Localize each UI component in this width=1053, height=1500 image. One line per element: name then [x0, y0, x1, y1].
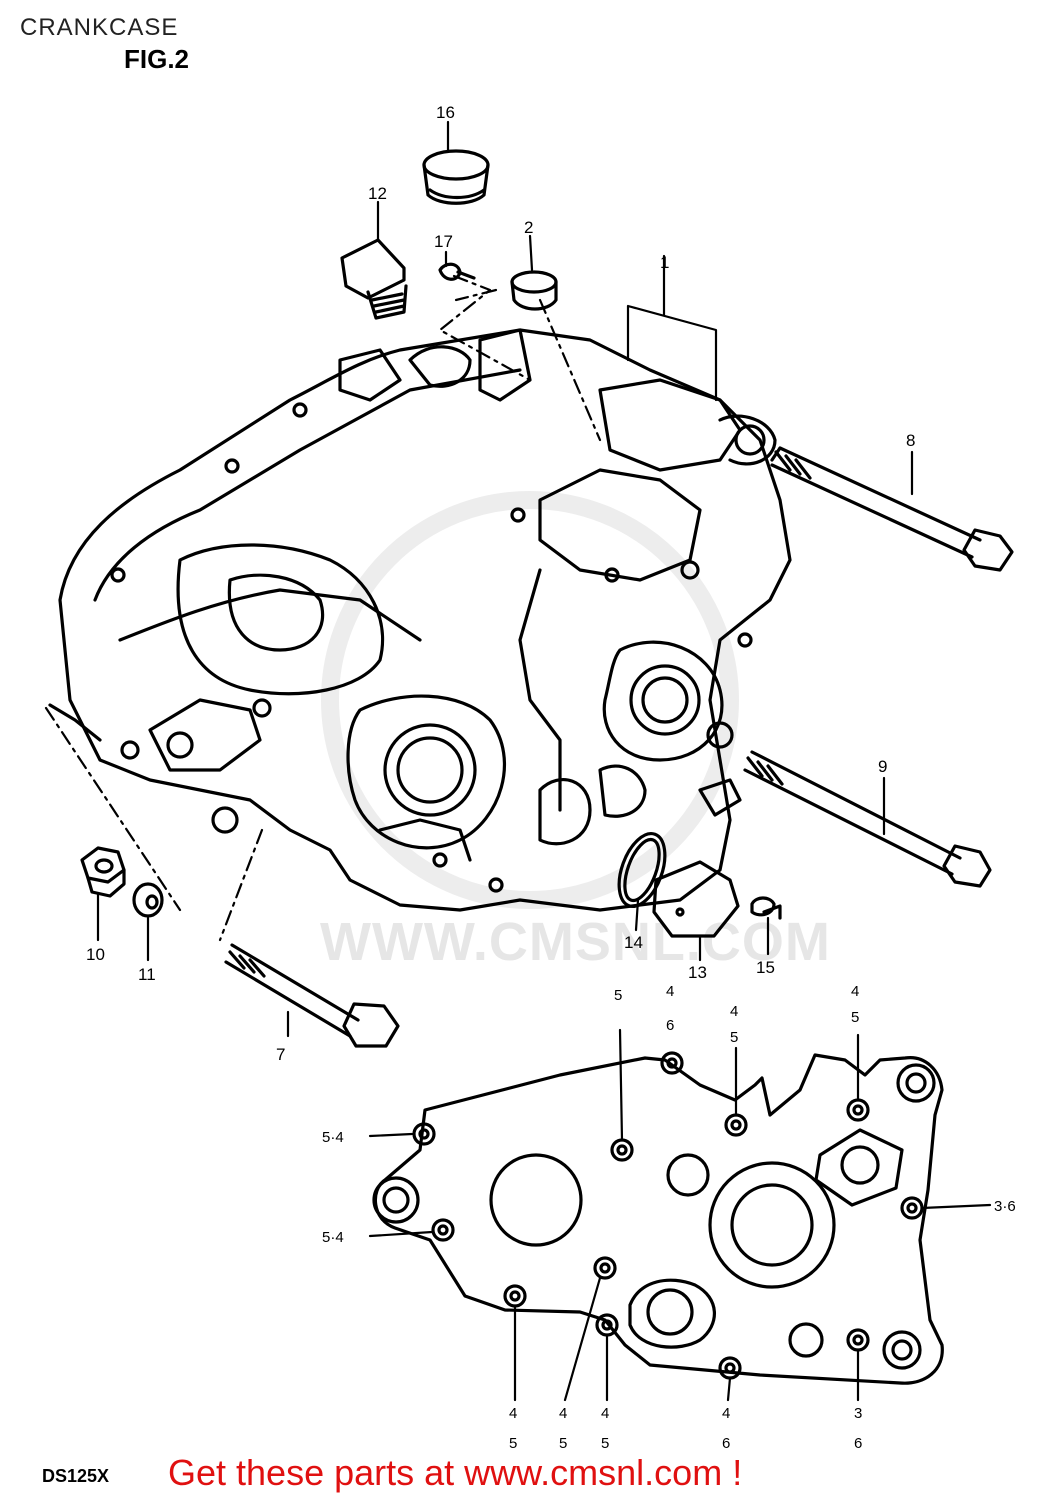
part-10-nut [80, 846, 126, 898]
page-title: CRANKCASE [20, 14, 179, 41]
bolt-label-5: 5 [601, 1435, 609, 1452]
callout-11: 11 [138, 965, 156, 984]
part-9-bolt [743, 750, 992, 888]
callout-2: 2 [524, 218, 533, 237]
part-8-bolt [770, 446, 1014, 572]
part-16-cap [422, 149, 490, 205]
bolt-label-4: 4 [559, 1405, 567, 1422]
callout-16: 16 [436, 103, 455, 122]
part-11-washer [132, 882, 164, 918]
bolt-label-5: 5 [730, 1029, 738, 1046]
bolt-label-5-4: 5·4 [322, 1229, 344, 1246]
callout-14: 14 [624, 933, 643, 952]
callout-7: 7 [276, 1045, 285, 1064]
bolt-label-6: 6 [854, 1435, 862, 1452]
watermark-text: WWW.CMSNL.COM [320, 912, 831, 972]
crankcase-upper [48, 328, 792, 912]
bolt-label-3: 3 [854, 1405, 862, 1422]
callout-12: 12 [368, 184, 387, 203]
crankcase-lower-half [372, 1051, 944, 1385]
bolt-label-6: 6 [722, 1435, 730, 1452]
part-15-screw [750, 896, 782, 920]
part-12-plug [340, 238, 408, 320]
callout-9: 9 [878, 757, 887, 776]
callout-1: 1 [660, 253, 669, 272]
bolt-label-4: 4 [722, 1405, 730, 1422]
part-13-cover [652, 860, 740, 938]
bolt-label-5: 5 [614, 987, 622, 1004]
callout-13: 13 [688, 963, 707, 982]
part-7-bolt [224, 943, 400, 1048]
callout-8: 8 [906, 431, 915, 450]
bolt-label-4: 4 [509, 1405, 517, 1422]
figure-label: FIG.2 [124, 44, 190, 74]
bolt-label-6: 6 [666, 1017, 674, 1034]
bolt-label-4: 4 [601, 1405, 609, 1422]
bolt-label-5: 5 [851, 1009, 859, 1026]
model-code: DS125X [42, 1466, 110, 1486]
callout-17: 17 [434, 232, 453, 251]
bolt-label-5: 5 [559, 1435, 567, 1452]
bolt-label-3-6: 3·6 [994, 1198, 1016, 1215]
part-2-dowel [510, 270, 558, 311]
get-parts-link[interactable]: Get these parts at www.cmsnl.com ! [168, 1452, 743, 1493]
bolt-label-5-4: 5·4 [322, 1129, 344, 1146]
bolt-label-4: 4 [666, 983, 674, 1000]
bolt-label-4: 4 [730, 1003, 738, 1020]
bolt-label-4: 4 [851, 983, 859, 1000]
callout-15: 15 [756, 958, 775, 977]
callout-10: 10 [86, 945, 105, 964]
leader-lines [44, 120, 992, 1402]
bolt-label-5: 5 [509, 1435, 517, 1452]
